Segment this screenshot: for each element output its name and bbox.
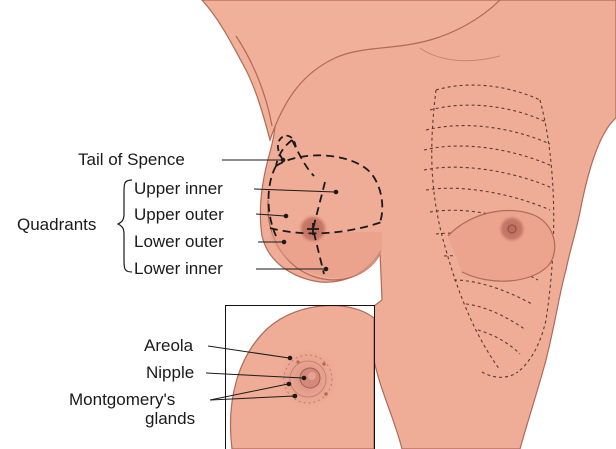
label-lower-inner: Lower inner — [134, 260, 223, 278]
areola-right — [498, 215, 526, 243]
quadrants-brace — [118, 180, 132, 272]
label-lower-outer: Lower outer — [134, 233, 224, 251]
inset-nipple-tip — [308, 372, 316, 380]
label-glands: glands — [145, 410, 195, 428]
label-montgomerys: Montgomery's — [69, 391, 175, 409]
label-upper-outer: Upper outer — [134, 206, 224, 224]
label-areola: Areola — [144, 337, 193, 355]
inset-panel — [226, 306, 374, 449]
label-nipple: Nipple — [146, 364, 194, 382]
label-tail-of-spence: Tail of Spence — [78, 151, 185, 169]
label-quadrants: Quadrants — [17, 216, 96, 234]
label-upper-inner: Upper inner — [134, 180, 223, 198]
